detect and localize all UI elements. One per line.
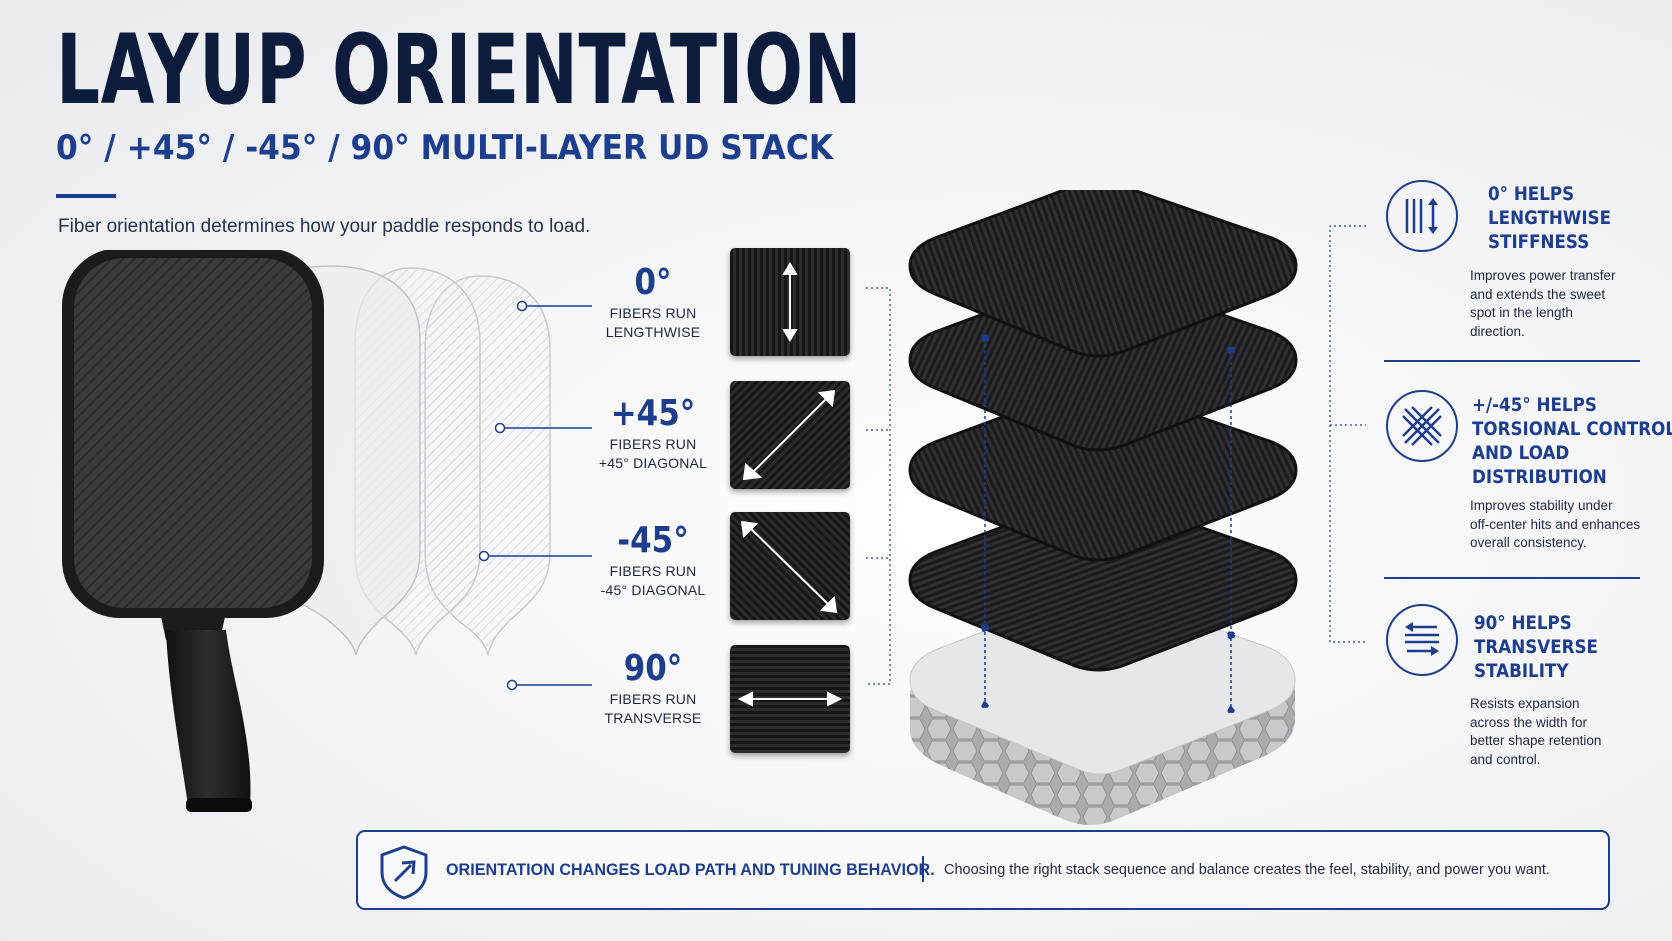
callout-0-body: Improves power transfer and extends the … [1470,267,1616,341]
callout-title-line: 90° HELPS [1474,612,1572,634]
callout-divider [1384,577,1640,579]
horizontal-arrow-icon [737,691,843,707]
callout-title-line: STIFFNESS [1488,231,1590,253]
paddle-grip [166,630,252,812]
shield-arrow-icon [380,845,428,900]
callout-2-title: 90° HELPS TRANSVERSE STABILITY [1474,611,1615,683]
callout-title-line: 0° HELPS [1488,183,1575,205]
orientation-angle: 90° [623,648,683,689]
swatch-stack-bracket [866,287,891,685]
paddle-illustration [62,250,551,812]
diagonal-arrow-icon [740,520,838,614]
orientation-angle: 0° [634,262,672,303]
orientation-desc-line1: FIBERS RUN [609,691,697,707]
layer-stack-illustration [908,190,1298,825]
callout-title-line: TORSIONAL CONTROL [1472,418,1672,440]
orientation-desc-line2: +45° DIAGONAL [598,455,708,471]
callout-body-line: Improves stability under [1470,498,1613,513]
callout-divider [1384,360,1640,362]
orientation-angle: +45° [610,393,696,434]
orientation-0: 0° FIBERS RUN LENGTHWISE [578,262,728,342]
orientation-angle: -45° [617,520,689,561]
summary-banner [356,830,1610,910]
callout-0-title: 0° HELPS LENGTHWISE STIFFNESS [1488,182,1628,254]
swatch-minus45-deg [730,512,850,620]
callout-body-line: better shape retention [1470,733,1602,748]
orientation-90: 90° FIBERS RUN TRANSVERSE [578,648,728,728]
callout-body-line: off-center hits and enhances [1470,516,1641,532]
orientation-desc-line2: TRANSVERSE [604,710,702,726]
callout-body-line: across the width for [1470,714,1588,730]
orientation-desc-line2: -45° DIAGONAL [600,582,706,598]
banner-divider [922,856,924,882]
orientation-minus45: -45° FIBERS RUN -45° DIAGONAL [578,520,728,600]
crossed-fibers-icon [1386,390,1458,462]
page-subtitle: 0° / +45° / -45° / 90° MULTI-LAYER UD ST… [56,128,834,168]
orientation-desc-line2: LENGTHWISE [605,324,701,340]
paddle-face [62,250,324,640]
orientation-desc-line1: FIBERS RUN [609,563,697,579]
vertical-fibers-arrow-icon [1386,180,1458,252]
callout-body-line: Resists expansion [1470,696,1580,711]
callout-title-line: TRANSVERSE [1474,636,1598,658]
swatch-90-deg [730,645,850,753]
callout-body-line: and extends the sweet [1470,286,1606,302]
callout-title-line: LENGTHWISE [1488,207,1612,229]
callout-1-body: Improves stability under off-center hits… [1470,497,1640,553]
callout-1-title: +/-45° HELPS TORSIONAL CONTROL AND LOAD … [1472,393,1672,489]
banner-text: Choosing the right stack sequence and ba… [944,862,1550,878]
callout-body-line: and control. [1470,751,1541,767]
title-underline [56,194,116,198]
callout-body-line: direction. [1470,323,1525,339]
vertical-arrow-icon [782,262,798,342]
orientation-desc-line1: FIBERS RUN [609,305,697,321]
callout-body-line: overall consistency. [1470,535,1587,550]
callout-title-line: AND LOAD [1472,442,1570,464]
orientation-desc-line1: FIBERS RUN [609,436,697,452]
swatch-0-deg [730,248,850,356]
banner-headline: ORIENTATION CHANGES LOAD PATH AND TUNING… [446,860,935,879]
orientation-plus45: +45° FIBERS RUN +45° DIAGONAL [578,393,728,473]
callout-bracket [1329,225,1366,643]
paddle-leader-lines [478,300,592,691]
callout-2-body: Resists expansion across the width for b… [1470,695,1601,769]
callout-title-line: STABILITY [1474,660,1569,682]
intro-text: Fiber orientation determines how your pa… [58,216,591,237]
carbon-layer-0 [908,190,1298,358]
callout-title-line: +/-45° HELPS [1472,394,1597,416]
swatch-plus45-deg [730,381,850,489]
diagonal-arrow-icon [742,389,836,481]
page-title: LAYUP ORIENTATION [56,14,863,126]
horizontal-fibers-arrow-icon [1386,604,1458,676]
callout-body-line: Improves power transfer [1470,268,1616,283]
alignment-guides [980,333,1236,714]
callout-title-line: DISTRIBUTION [1472,466,1607,488]
callout-body-line: spot in the length [1470,305,1573,320]
